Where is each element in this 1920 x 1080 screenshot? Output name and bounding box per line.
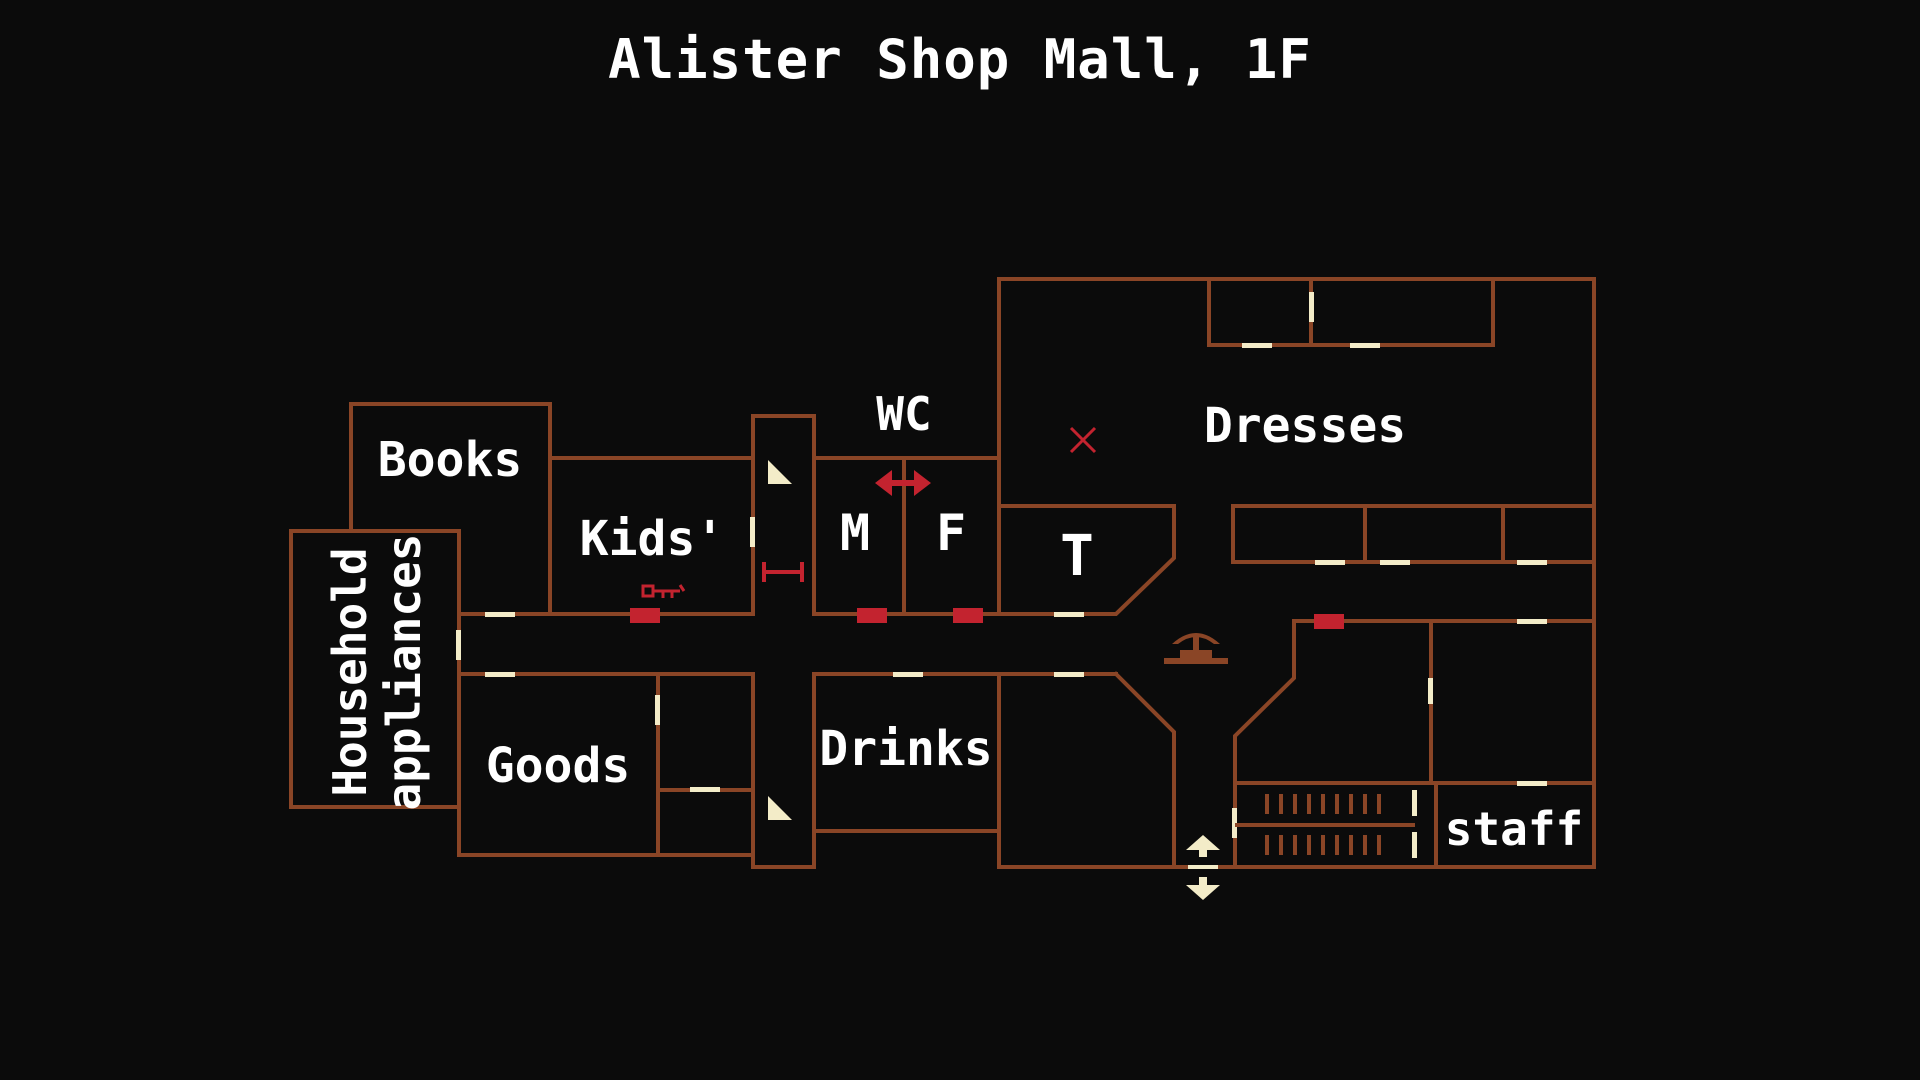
room-label-kids: Kids' [580,511,725,567]
room-label-staff: staff [1445,802,1583,856]
stairs-icon[interactable] [1235,794,1415,855]
room-label-dresses: Dresses [1204,398,1406,454]
locked-door-wc-male[interactable] [857,608,887,623]
room-label-appliances: appliances [377,534,431,811]
room-label-household: Household [323,547,377,796]
door[interactable] [456,630,461,660]
door[interactable] [893,672,923,677]
room-label-books: Books [378,432,523,488]
door[interactable] [655,695,660,725]
wall-books [349,402,552,616]
stairs-upper [1265,794,1381,814]
door[interactable] [485,672,515,677]
map-title: Alister Shop Mall, 1F [608,28,1312,91]
wall-booths-right [1231,504,1596,564]
door[interactable] [1380,560,1410,565]
door[interactable] [1309,292,1314,322]
wall-shaft-top [751,414,816,616]
wall-dresses-outer [997,277,1596,869]
locked-doors [630,608,1344,629]
door[interactable] [690,787,720,792]
wall-lower-mid [1113,671,1176,869]
door[interactable] [1412,832,1417,858]
wall-booths-top [1207,277,1495,347]
locked-door-wc-female[interactable] [953,608,983,623]
key-icon[interactable] [641,584,686,598]
door[interactable] [1412,790,1417,816]
wall-goods [457,672,755,857]
room-label-drinks: Drinks [819,721,992,777]
door[interactable] [1054,612,1084,617]
door[interactable] [1315,560,1345,565]
fountain-icon [1164,633,1228,664]
room-label-wc-male: M [840,504,870,562]
door[interactable] [1054,672,1084,677]
stairs-divider [1235,823,1415,827]
door[interactable] [1517,619,1547,624]
wall-shaft-bottom [751,672,816,869]
door[interactable] [1517,560,1547,565]
door[interactable] [1517,781,1547,786]
wall-lower-right [1233,619,1596,869]
room-label-wc: WC [876,387,931,441]
room-label-goods: Goods [486,738,631,794]
doors [456,292,1547,858]
double-arrow-icon [875,470,931,496]
locked-door-storage[interactable] [1314,614,1344,629]
locked-door-kids[interactable] [630,608,660,623]
door[interactable] [1232,808,1237,838]
walls [289,277,1596,869]
door[interactable] [1428,678,1433,704]
room-label-wc-female: F [936,504,966,562]
barrier-icon [762,562,804,582]
door[interactable] [1350,343,1380,348]
wall-household [289,529,461,809]
elevator-icon[interactable] [768,796,792,820]
stairs-lower [1265,835,1381,855]
room-label-t: T [1060,524,1094,589]
door[interactable] [485,612,515,617]
x-marker-icon[interactable] [1069,426,1097,454]
exit-arrows-icon[interactable] [1186,835,1220,900]
door[interactable] [1242,343,1272,348]
door[interactable] [750,517,755,547]
elevator-icon[interactable] [768,460,792,484]
